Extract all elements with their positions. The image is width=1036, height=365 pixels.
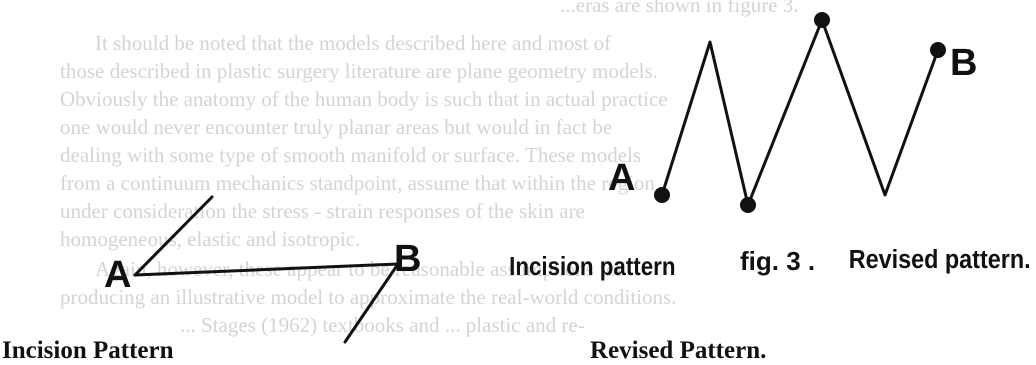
footer-labels: Incision Pattern Revised Pattern. xyxy=(2,337,766,364)
left-lower-limb-line xyxy=(343,262,400,344)
bg-line-6: dealing with some type of smooth manifol… xyxy=(60,143,641,167)
bg-line-9: homogeneous, elastic and isotropic. xyxy=(60,227,360,251)
incision-pattern-caption: Incision pattern xyxy=(509,252,675,281)
bg-line-2: It should be noted that the models descr… xyxy=(95,31,611,55)
revised-pattern-caption: Revised pattern. xyxy=(849,246,1031,274)
bg-line-1: ...eras are shown in figure 3. xyxy=(560,0,799,17)
vertex-dot xyxy=(814,12,830,28)
left-point-b-label: B xyxy=(394,238,421,280)
left-point-a-label: A xyxy=(104,254,131,296)
bg-line-3: those described in plastic surgery liter… xyxy=(60,59,658,83)
bg-line-10: Again, however, these appear to be reaso… xyxy=(95,257,624,281)
bg-line-11: producing an illustrative model to appro… xyxy=(60,285,676,309)
right-point-a-label: A xyxy=(608,157,635,199)
left-upper-limb-line xyxy=(133,195,214,277)
figure-captions: Incision pattern fig. 3 . Revised patter… xyxy=(509,246,1031,282)
vertex-dot xyxy=(740,197,756,213)
right-revised-figure: A B xyxy=(608,12,977,213)
left-incision-figure: A B xyxy=(104,195,421,344)
footer-revised-label: Revised Pattern. xyxy=(590,337,766,364)
background-text: ...eras are shown in figure 3. It should… xyxy=(60,0,799,337)
bg-line-4: Obviously the anatomy of the human body … xyxy=(60,87,668,111)
bg-line-8: under consideration the stress - strain … xyxy=(60,199,585,223)
bg-line-5: one would never encounter truly planar a… xyxy=(60,115,612,139)
footer-incision-label: Incision Pattern xyxy=(2,337,174,364)
vertex-dot xyxy=(654,187,670,203)
right-point-b-label: B xyxy=(950,42,977,84)
vertex-dot xyxy=(930,42,946,58)
bg-line-7: from a continuum mechanics standpoint, a… xyxy=(60,171,655,195)
bg-line-12: ... Stages (1962) textbooks and ... plas… xyxy=(180,313,585,337)
figure-number-caption: fig. 3 . xyxy=(740,246,815,276)
zigzag-line xyxy=(660,18,940,207)
incision-line xyxy=(133,262,400,277)
